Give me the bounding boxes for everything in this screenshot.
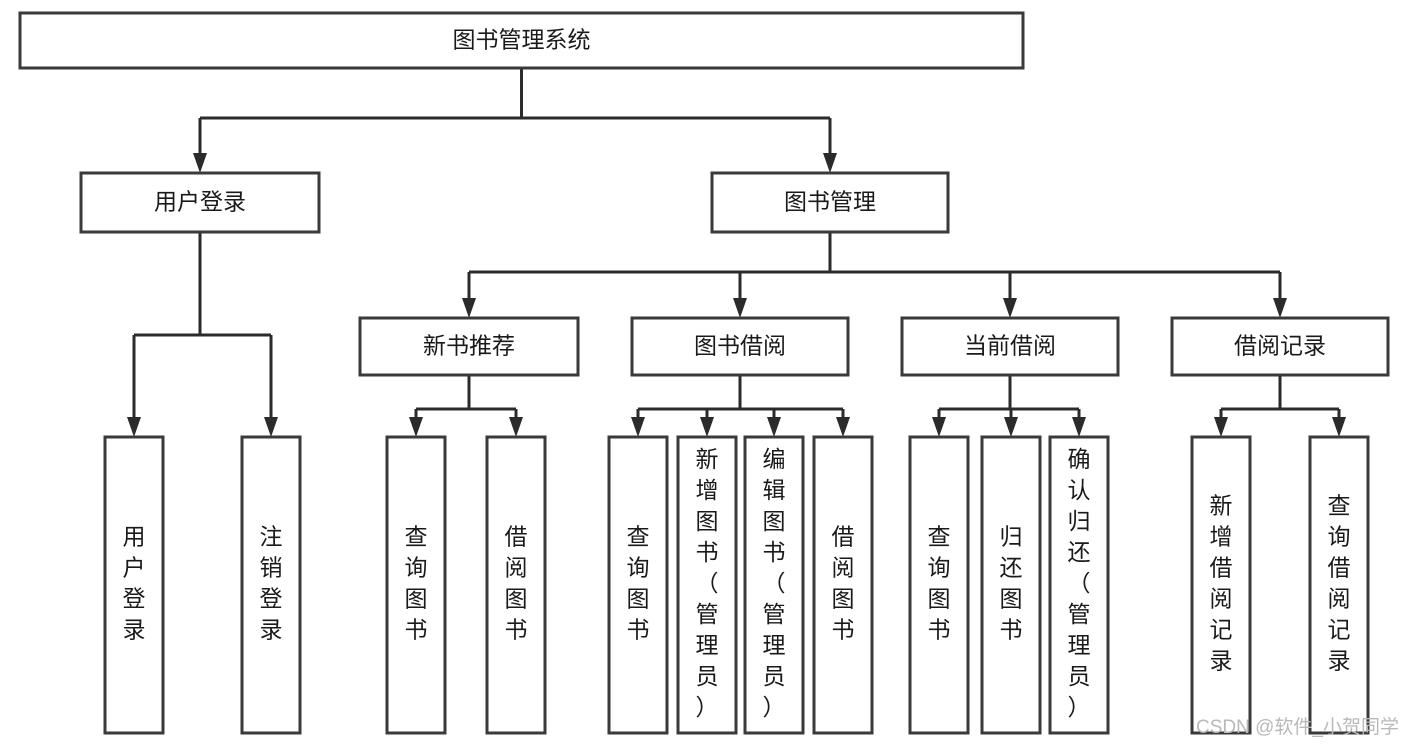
node-label-l_add_record: 新增借阅记录 [1210,493,1233,674]
node-label-l_confirm_return: 确认归还（管理员） [1068,446,1091,720]
node-l_logout[interactable]: 注销登录 [240,435,302,735]
arrow-head-icon [409,417,423,437]
node-box-l_edit_book[interactable] [743,435,805,735]
node-n_borrow_record[interactable]: 借阅记录 [1170,316,1390,377]
node-box-n_new_book_rec[interactable] [358,316,580,377]
node-box-l_borrow_book_2[interactable] [812,435,874,735]
arrow-head-icon [733,298,747,318]
edge-group-root [193,68,837,173]
node-box-n_book_borrow[interactable] [630,316,850,377]
node-box-root[interactable] [18,11,1025,70]
node-l_borrow_book_2[interactable]: 借阅图书 [812,435,874,735]
edge-group-n_borrow_record [1214,375,1346,437]
node-box-n_current_borrow[interactable] [900,316,1120,377]
connector-layer [127,68,1346,437]
node-l_confirm_return[interactable]: 确认归还（管理员） [1048,435,1110,735]
arrow-head-icon [1072,417,1086,437]
arrow-head-icon [462,298,476,318]
node-box-n_borrow_record[interactable] [1170,316,1390,377]
node-label-l_user_login: 用户登录 [123,524,146,643]
node-l_user_login[interactable]: 用户登录 [103,435,165,735]
arrow-head-icon [823,153,837,173]
arrow-head-icon [193,153,207,173]
arrow-head-icon [1214,417,1228,437]
node-label-n_user_login: 用户登录 [154,189,246,215]
csdn-watermark: CSDN @软件_小贺同学 [1196,716,1399,738]
node-label-l_query_book_3: 查询图书 [928,524,951,643]
arrow-head-icon [509,417,523,437]
node-box-l_query_book_1[interactable] [385,435,447,735]
arrow-head-icon [932,417,946,437]
node-l_add_record[interactable]: 新增借阅记录 [1190,435,1252,735]
node-l_query_record[interactable]: 查询借阅记录 [1308,435,1370,735]
edge-group-n_user_login [127,232,278,437]
node-label-n_book_borrow: 图书借阅 [694,333,786,359]
node-label-n_current_borrow: 当前借阅 [964,333,1056,359]
arrow-head-icon [836,417,850,437]
node-box-l_confirm_return[interactable] [1048,435,1110,735]
arrow-head-icon [127,417,141,437]
node-layer: 图书管理系统用户登录图书管理新书推荐图书借阅当前借阅借阅记录用户登录注销登录查询… [18,11,1390,735]
edge-group-n_book_borrow [631,375,850,437]
node-box-l_return_book[interactable] [980,435,1042,735]
node-l_query_book_1[interactable]: 查询图书 [385,435,447,735]
edge-group-n_book_mgmt [462,232,1287,318]
node-root[interactable]: 图书管理系统 [18,11,1025,70]
node-label-l_borrow_book_1: 借阅图书 [505,524,528,643]
node-box-n_user_login[interactable] [79,171,321,234]
node-label-n_new_book_rec: 新书推荐 [423,333,515,359]
node-l_query_book_3[interactable]: 查询图书 [908,435,970,735]
node-l_edit_book[interactable]: 编辑图书（管理员） [743,435,805,735]
node-n_new_book_rec[interactable]: 新书推荐 [358,316,580,377]
node-label-n_borrow_record: 借阅记录 [1234,333,1326,359]
node-box-l_add_book[interactable] [676,435,738,735]
arrow-head-icon [631,417,645,437]
arrow-head-icon [1273,298,1287,318]
arrow-head-icon [767,417,781,437]
node-box-n_book_mgmt[interactable] [710,171,950,234]
node-n_book_borrow[interactable]: 图书借阅 [630,316,850,377]
node-n_user_login[interactable]: 用户登录 [79,171,321,234]
node-box-l_query_record[interactable] [1308,435,1370,735]
node-box-l_user_login[interactable] [103,435,165,735]
node-label-l_logout: 注销登录 [260,524,283,643]
edge-group-n_current_borrow [932,375,1086,437]
arrow-head-icon [264,417,278,437]
node-box-l_add_record[interactable] [1190,435,1252,735]
node-l_return_book[interactable]: 归还图书 [980,435,1042,735]
node-label-l_return_book: 归还图书 [1000,524,1023,643]
node-label-l_borrow_book_2: 借阅图书 [832,524,855,643]
node-label-l_query_record: 查询借阅记录 [1328,493,1351,674]
node-label-l_add_book: 新增图书（管理员） [696,446,719,720]
node-l_add_book[interactable]: 新增图书（管理员） [676,435,738,735]
arrow-head-icon [1332,417,1346,437]
node-l_borrow_book_1[interactable]: 借阅图书 [485,435,547,735]
edge-group-n_new_book_rec [409,375,523,437]
node-l_query_book_2[interactable]: 查询图书 [607,435,669,735]
node-box-l_query_book_2[interactable] [607,435,669,735]
arrow-head-icon [1004,417,1018,437]
node-box-l_borrow_book_1[interactable] [485,435,547,735]
node-box-l_logout[interactable] [240,435,302,735]
node-n_current_borrow[interactable]: 当前借阅 [900,316,1120,377]
node-label-l_edit_book: 编辑图书（管理员） [763,446,786,720]
node-label-l_query_book_1: 查询图书 [405,524,428,643]
node-box-l_query_book_3[interactable] [908,435,970,735]
arrow-head-icon [1003,298,1017,318]
node-label-l_query_book_2: 查询图书 [627,524,650,643]
arrow-head-icon [700,417,714,437]
node-n_book_mgmt[interactable]: 图书管理 [710,171,950,234]
node-label-n_book_mgmt: 图书管理 [784,189,876,215]
node-label-root: 图书管理系统 [453,27,591,53]
